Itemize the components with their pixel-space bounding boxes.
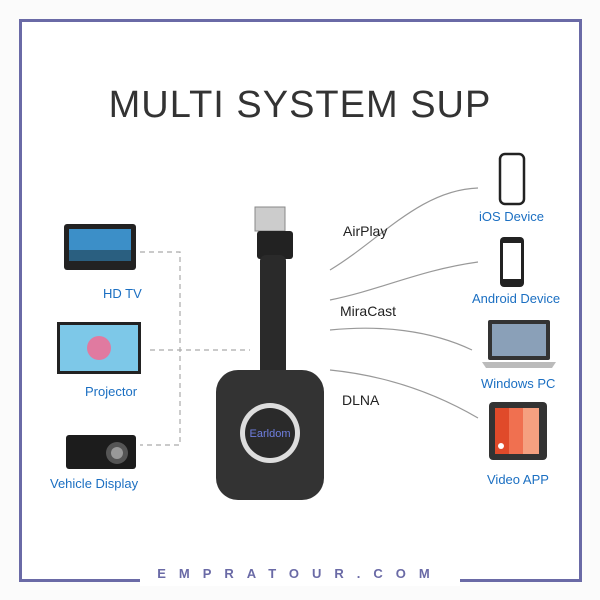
protocol-airplay: AirPlay: [343, 223, 388, 239]
label-projector: Projector: [85, 384, 138, 399]
protocol-miracast: MiraCast: [340, 303, 397, 319]
protocol-dlna: DLNA: [342, 392, 380, 408]
label-android-device: Android Device: [472, 291, 561, 306]
frame-gap: [140, 576, 460, 586]
page-title: MULTI SYSTEM SUP: [108, 84, 492, 126]
projector-icon: [66, 435, 136, 469]
label-windows-pc: Windows PC: [481, 376, 556, 391]
hdtv-icon: [64, 224, 136, 270]
laptop-icon: [482, 320, 556, 368]
label-ios-device: iOS Device: [479, 209, 545, 224]
iphone-icon: [498, 152, 526, 206]
android-phone-icon: [500, 237, 524, 287]
label-video-app: Video APP: [487, 472, 549, 487]
label-vehicle-display: Vehicle Display: [50, 476, 139, 491]
projector-screen-icon: [57, 322, 141, 374]
dongle-device: Earldom: [216, 206, 324, 500]
brand-logo: Earldom: [250, 428, 291, 440]
video-app-icon: [489, 402, 547, 460]
label-hd-tv: HD TV: [103, 286, 142, 301]
footer-website: EMPRATOUR.COM: [157, 566, 443, 581]
